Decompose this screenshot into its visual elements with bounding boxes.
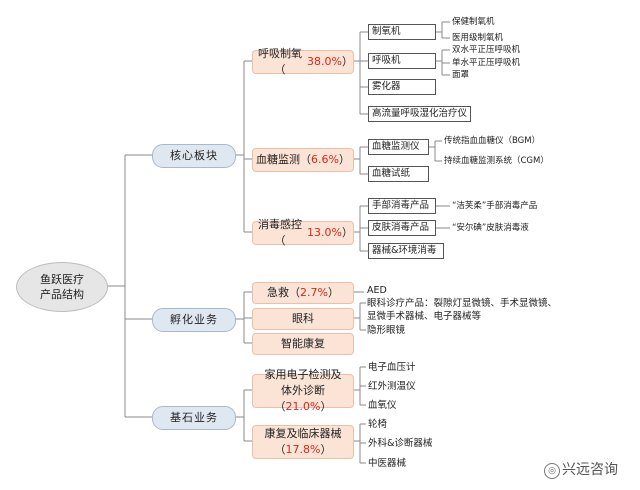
category-close: ） — [342, 226, 353, 239]
category-name: 血糖监测（ — [256, 153, 312, 166]
detail-jiefurou: “洁芙柔”手部消毒产品 — [452, 201, 538, 211]
product-aed: AED — [367, 285, 387, 296]
category-disinfection: 消毒感控（ 13.0%） — [252, 218, 354, 247]
detail-health-oxygen: 保健制氧机 — [452, 17, 495, 27]
category-smart-rehab: 智能康复 — [252, 333, 354, 355]
category-ophthalmic: 眼科 — [252, 308, 354, 330]
watermark-text: 兴远咨询 — [562, 462, 618, 478]
segment-core: 核心板块 — [152, 144, 236, 168]
detail-anerdian: “安尔碘”皮肤消毒液 — [452, 223, 529, 233]
product-hand-disinfection: 手部消毒产品 — [368, 198, 436, 214]
root-line-2: 产品结构 — [40, 288, 84, 301]
segment-foundation: 基石业务 — [152, 406, 236, 430]
category-rehab-clinical: 康复及临床器械 （17.8%） — [252, 425, 354, 459]
category-line-2: 体外诊断（ — [274, 384, 325, 413]
category-name: 消毒感控（ — [258, 218, 303, 247]
product-blood-pressure-monitor: 电子血压计 — [368, 362, 416, 373]
category-pct: 13.0% — [307, 226, 342, 239]
detail-ophthalmic-line-2: 显微手术器械、电子器械等 — [367, 311, 482, 322]
category-pct: 17.8% — [285, 443, 321, 456]
category-respiratory: 呼吸制氧（ 38.0%） — [252, 47, 354, 76]
detail-contact-lenses: 隐形眼镜 — [367, 325, 406, 336]
detail-medical-oxygen: 医用级制氧机 — [452, 33, 504, 43]
category-home-testing: 家用电子检测及 体外诊断（21.0%） — [252, 368, 354, 413]
product-instrument-disinfection: 器械&环境消毒 — [368, 243, 444, 259]
category-glucose: 血糖监测（6.6%） — [252, 148, 354, 172]
detail-bgm: 传统指血血糖仪（BGM） — [444, 136, 541, 146]
product-ventilator: 呼吸机 — [368, 53, 436, 69]
category-line-2: （ — [274, 443, 286, 456]
xingyuan-icon: ◎ — [544, 463, 560, 479]
category-name: 呼吸制氧（ — [258, 47, 303, 76]
detail-bilevel-ventilator: 双水平正压呼吸机 — [452, 45, 521, 55]
product-oximeter: 血氧仪 — [368, 400, 397, 411]
product-test-strips: 血糖试纸 — [368, 166, 429, 182]
detail-cgm: 持续血糖监测系统（CGM） — [444, 156, 549, 166]
product-skin-disinfection: 皮肤消毒产品 — [368, 220, 436, 236]
category-first-aid: 急救（2.7%） — [252, 282, 354, 304]
detail-single-level-ventilator: 单水平正压呼吸机 — [452, 58, 521, 68]
product-infrared-thermometer: 红外测温仪 — [368, 381, 416, 392]
product-wheelchair: 轮椅 — [368, 419, 388, 430]
product-glucose-meter: 血糖监测仪 — [368, 139, 429, 155]
root-node: 鱼跃医疗 产品结构 — [16, 262, 108, 312]
category-pct: 21.0% — [285, 400, 321, 413]
watermark: ◎兴远咨询 — [544, 459, 618, 479]
detail-ophthalmic-line-1: 眼科诊疗产品：裂隙灯显微镜、手术显微镜、 — [367, 298, 558, 309]
category-close: ） — [342, 55, 353, 68]
detail-mask: 面罩 — [452, 70, 470, 80]
root-line-1: 鱼跃医疗 — [40, 273, 84, 286]
product-high-flow-humidifier: 高流量呼吸湿化治疗仪 — [368, 106, 472, 122]
category-line-1: 家用电子检测及 — [264, 368, 342, 381]
category-name: 急救（ — [267, 286, 301, 299]
category-close: ） — [338, 153, 350, 166]
category-close: ） — [320, 400, 332, 413]
product-surgical-instruments: 外科&诊断器械 — [368, 438, 433, 449]
category-pct: 2.7% — [300, 286, 328, 299]
category-pct: 6.6% — [311, 153, 339, 166]
category-close: ） — [320, 443, 332, 456]
category-close: ） — [327, 286, 339, 299]
product-nebulizer: 雾化器 — [368, 79, 436, 95]
product-tcm-instruments: 中医器械 — [368, 458, 407, 469]
segment-incubation: 孵化业务 — [152, 308, 236, 332]
category-pct: 38.0% — [307, 55, 342, 68]
category-line-1: 康复及临床器械 — [264, 427, 342, 440]
product-oxygen-concentrator: 制氧机 — [368, 24, 436, 40]
